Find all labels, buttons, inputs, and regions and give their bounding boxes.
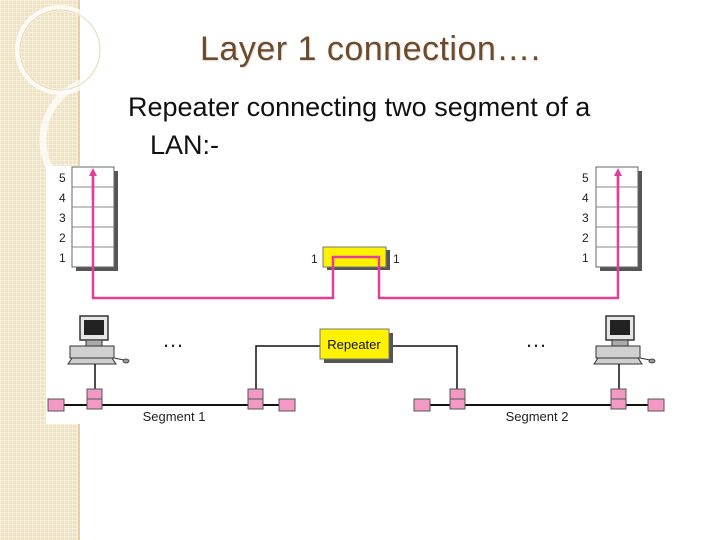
ellipsis-right: … — [525, 327, 548, 352]
left-layer-label-2: 2 — [59, 231, 66, 245]
right-layer-stack: 5 4 3 2 1 — [582, 166, 642, 271]
left-layer-stack: 5 4 3 2 1 — [59, 166, 118, 271]
tap — [449, 398, 466, 410]
left-layer-label-3: 3 — [59, 211, 66, 225]
right-layer-label-3: 3 — [582, 211, 589, 225]
slide-title: Layer 1 connection…. — [200, 30, 541, 68]
repeater-device: Repeater — [319, 328, 393, 363]
tap — [610, 388, 627, 400]
repeater-link-right — [390, 345, 458, 396]
tap — [86, 398, 103, 410]
tap — [247, 388, 264, 400]
body-text-line-1: Repeater connecting two segment of a — [128, 92, 591, 122]
segment-2-label: Segment 2 — [506, 409, 569, 424]
tap — [449, 388, 466, 400]
decorative-circles — [15, 5, 160, 200]
segment-2-bus: Segment 2 — [413, 388, 665, 424]
right-layer-label-2: 2 — [582, 231, 589, 245]
left-layer-label-4: 4 — [59, 191, 66, 205]
left-layer-label-5: 5 — [59, 171, 66, 185]
figure-background — [46, 166, 676, 424]
repeater-port-left: 1 — [311, 252, 318, 266]
computer-icon — [593, 315, 656, 365]
terminator — [278, 398, 296, 412]
right-layer-label-1: 1 — [582, 251, 589, 265]
right-layer-label-4: 4 — [582, 191, 589, 205]
tap — [610, 398, 627, 410]
signal-path — [91, 172, 620, 300]
right-layer-label-5: 5 — [582, 171, 589, 185]
tap — [247, 398, 264, 410]
computer-icon — [67, 315, 130, 365]
left-layer-label-1: 1 — [59, 251, 66, 265]
segment-1-bus: Segment 1 — [47, 388, 296, 424]
tap — [86, 388, 103, 400]
repeater-port-right: 1 — [393, 252, 400, 266]
repeater-link-left — [255, 345, 320, 396]
repeater-label: Repeater — [327, 337, 381, 352]
terminator — [413, 398, 431, 412]
segment-1-label: Segment 1 — [143, 409, 206, 424]
ellipsis-left: … — [162, 327, 185, 352]
body-text-line-2: LAN:- — [150, 130, 220, 160]
terminator — [47, 398, 65, 412]
terminator — [647, 398, 665, 412]
repeater-layer-box: 1 1 — [311, 246, 400, 270]
